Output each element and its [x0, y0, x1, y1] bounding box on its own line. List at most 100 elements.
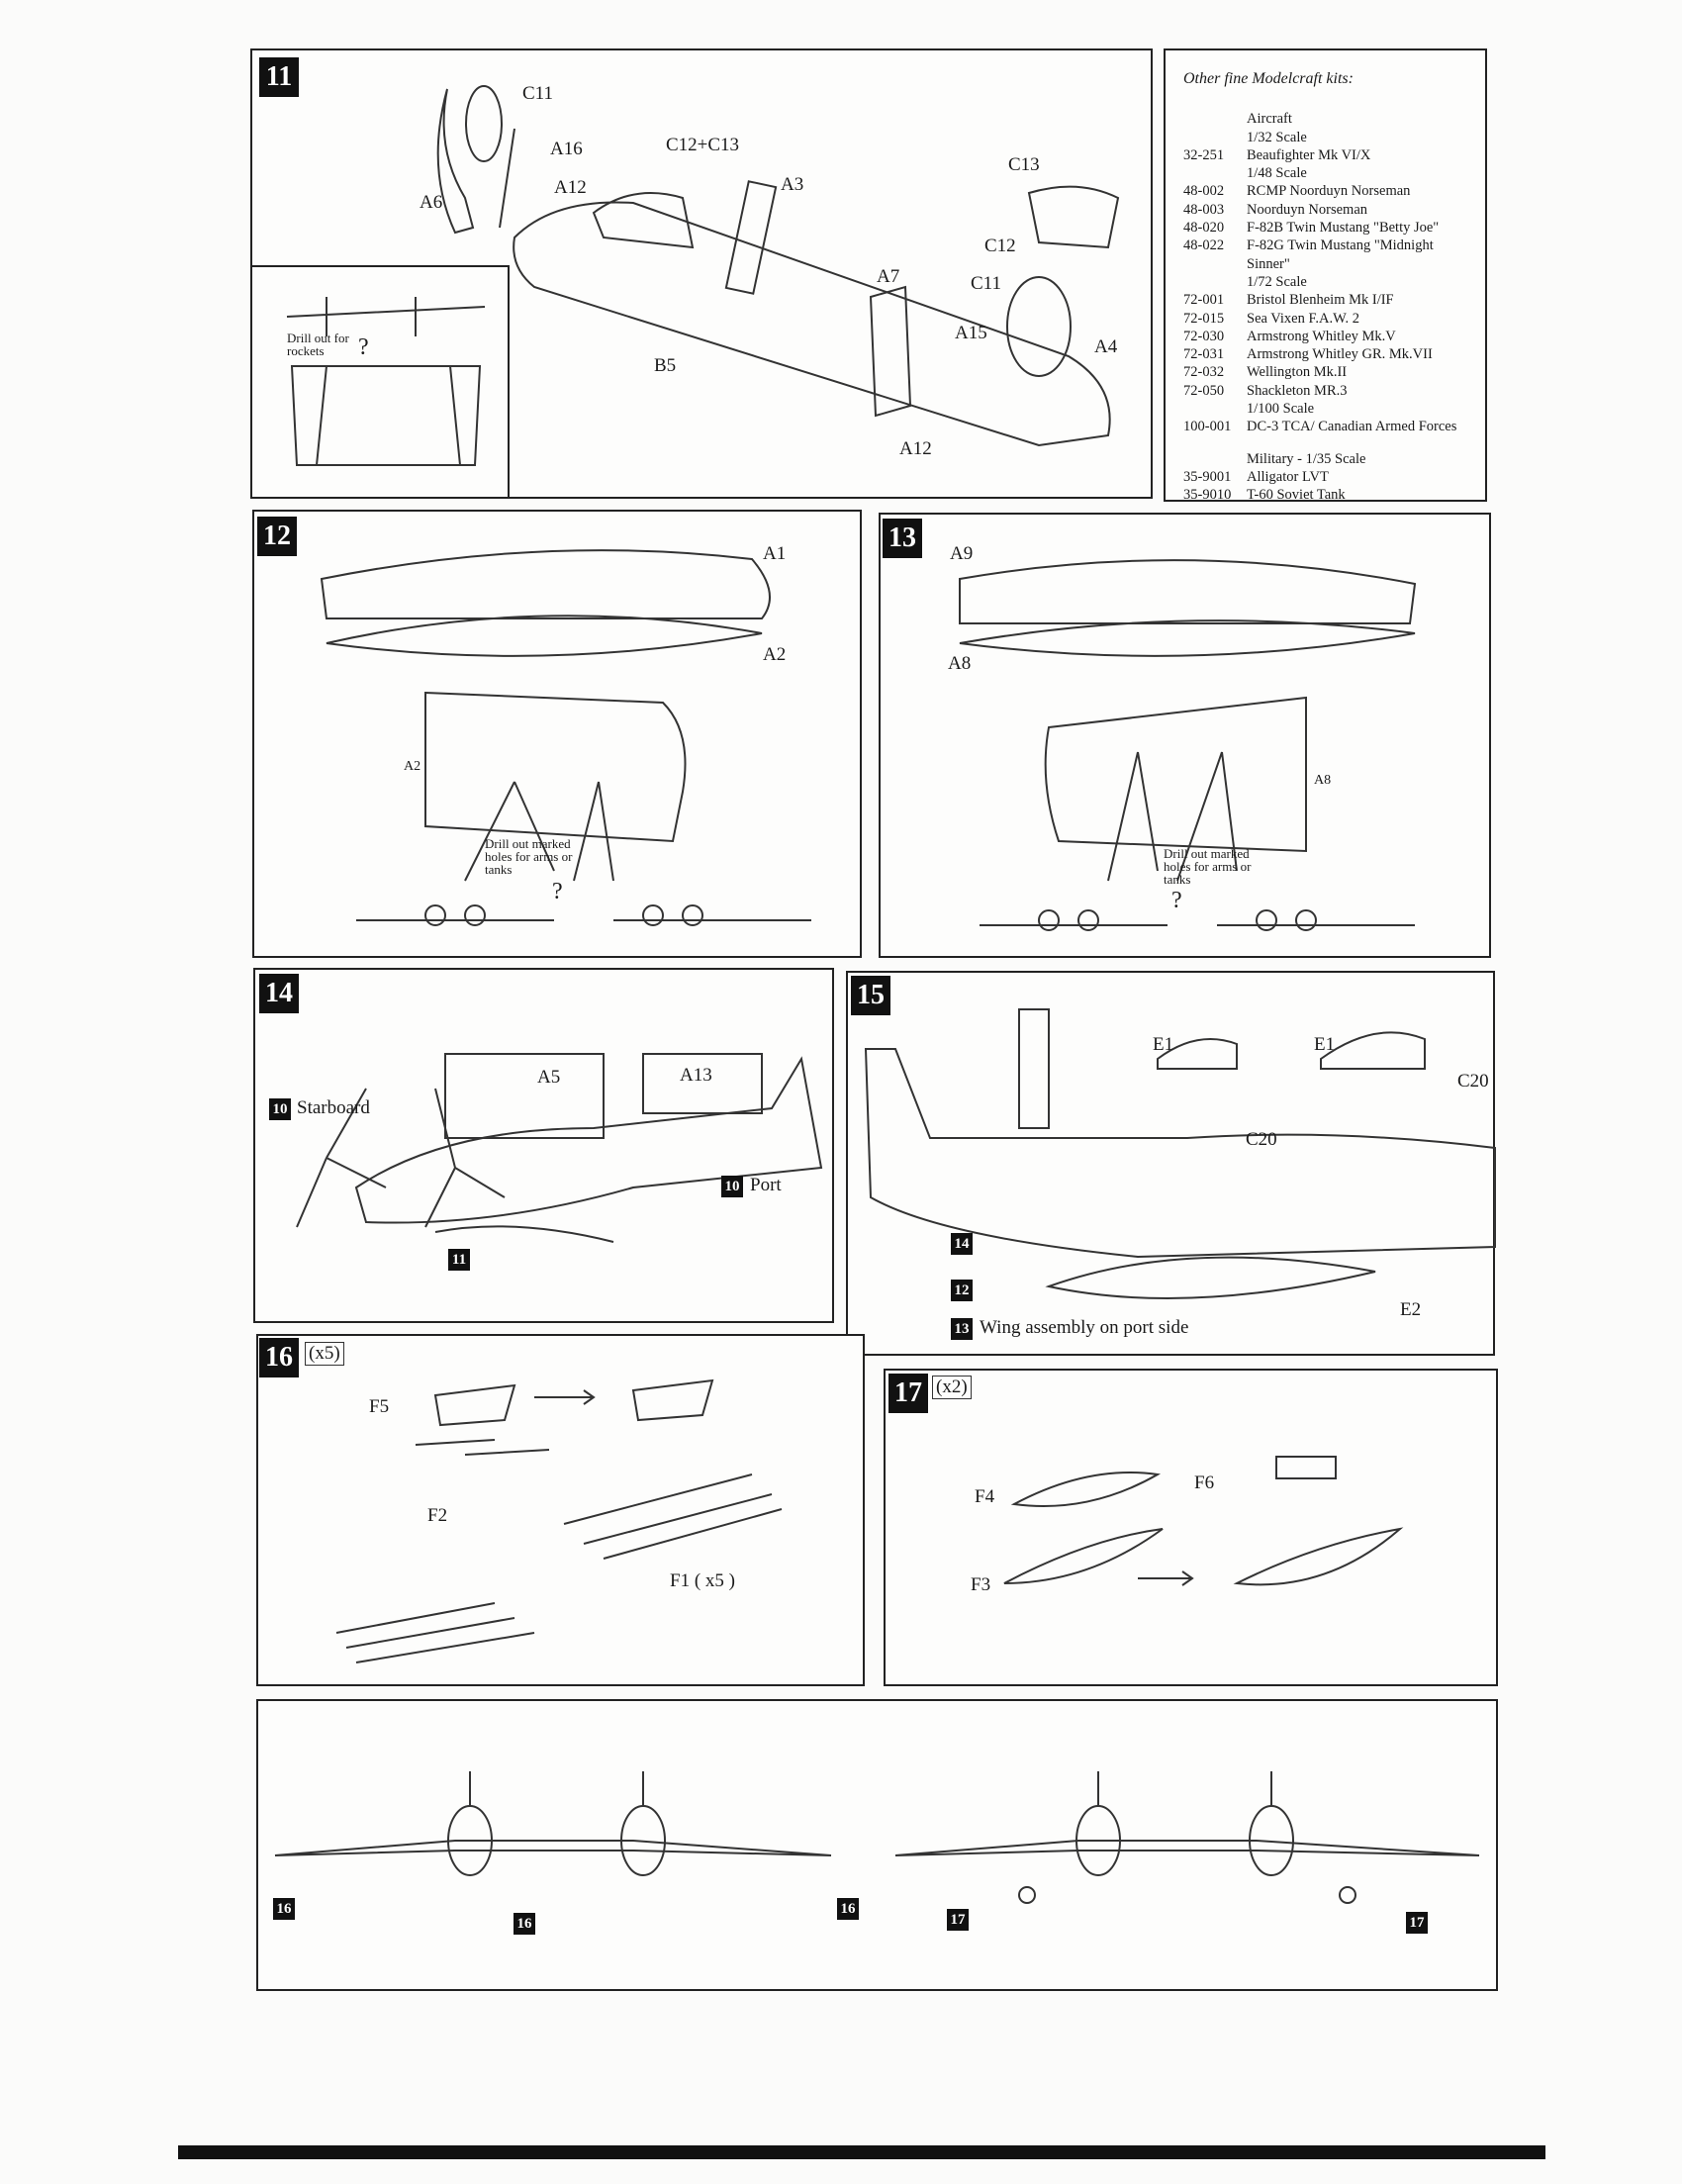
step-14-badge: 14: [259, 974, 299, 1013]
kit-code: 32-251: [1183, 146, 1225, 163]
step-16-panel: [256, 1334, 865, 1686]
part-label: E2: [1400, 1299, 1422, 1320]
kit-code: 48-003: [1183, 201, 1225, 218]
part-label: A12: [899, 438, 932, 459]
part-label: C12: [984, 236, 1016, 256]
part-label: A5: [537, 1067, 561, 1088]
part-label: A15: [955, 323, 987, 343]
kit-name: F-82B Twin Mustang "Betty Joe": [1247, 220, 1440, 237]
step-13-panel: [879, 513, 1491, 958]
kit-name: Sea Vixen F.A.W. 2: [1247, 310, 1359, 327]
part-label: E1: [1314, 1034, 1336, 1055]
part-label: C12+C13: [666, 135, 740, 155]
step-17-panel: [884, 1369, 1498, 1686]
kit-code: 35-9001: [1183, 468, 1232, 485]
drill-note: Drill out for rockets: [287, 331, 349, 358]
question-mark: ?: [552, 879, 563, 904]
drill-note: Drill out marked holes for arms or tanks: [485, 836, 573, 877]
ref-step-10-badge: 10: [721, 1176, 743, 1197]
kit-code: 72-015: [1183, 310, 1225, 327]
kit-item: 48-003 Noorduyn Norseman: [1183, 201, 1467, 219]
ref-step-12-badge: 12: [951, 1280, 973, 1301]
kit-item: 72-015 Sea Vixen F.A.W. 2: [1183, 310, 1467, 328]
kit-code: 48-002: [1183, 183, 1225, 200]
part-label: E1: [1153, 1034, 1174, 1055]
step-11-inset: [250, 265, 510, 499]
step-12-badge: 12: [257, 517, 297, 556]
kit-section-heading: Aircraft: [1247, 111, 1292, 128]
kit-name: Shackleton MR.3: [1247, 382, 1348, 399]
port-label: Port: [750, 1175, 782, 1195]
quantity-label: (x5): [305, 1342, 344, 1366]
part-label: F2: [427, 1505, 448, 1526]
kit-section-heading: 1/32 Scale: [1247, 129, 1307, 145]
ref-step-10-badge: 10: [269, 1098, 291, 1120]
part-label: A7: [877, 266, 900, 287]
part-label: A1: [763, 543, 787, 564]
kit-name: Beaufighter Mk VI/X: [1247, 146, 1371, 163]
part-label: A2: [404, 759, 421, 774]
part-label: F6: [1194, 1472, 1215, 1493]
ref-step-17-badge: 17: [1406, 1912, 1428, 1934]
part-label: F4: [975, 1486, 995, 1507]
kit-code: 48-020: [1183, 220, 1225, 237]
ref-step-16-badge: 16: [514, 1913, 535, 1935]
kit-item: 48-002 RCMP Noorduyn Norseman: [1183, 182, 1467, 200]
part-label: F1 ( x5 ): [670, 1570, 735, 1591]
step-17-badge: 17: [888, 1374, 928, 1413]
part-label: C11: [522, 83, 553, 104]
kit-name: RCMP Noorduyn Norseman: [1247, 183, 1411, 200]
scan-edge-bar: [178, 2145, 1545, 2159]
kit-name: Bristol Blenheim Mk I/IF: [1247, 292, 1394, 309]
kits-title: Other fine Modelcraft kits:: [1183, 70, 1354, 87]
part-label: A9: [950, 543, 974, 564]
question-mark: ?: [1171, 888, 1182, 913]
part-label: A13: [680, 1065, 712, 1086]
part-label: A12: [554, 177, 587, 198]
step-11-badge: 11: [259, 57, 299, 97]
ref-step-14-badge: 14: [951, 1233, 973, 1255]
part-label: F5: [369, 1396, 390, 1417]
part-label: A8: [948, 653, 972, 674]
part-label: A2: [763, 644, 787, 665]
kit-section-heading: 1/100 Scale: [1247, 401, 1315, 418]
kit-name: Armstrong Whitley GR. Mk.VII: [1247, 346, 1433, 363]
kit-section-heading: 1/48 Scale: [1247, 165, 1307, 182]
part-label: A3: [781, 174, 804, 195]
question-mark: ?: [358, 334, 369, 360]
kit-code: 100-001: [1183, 419, 1232, 435]
kit-code: 72-030: [1183, 328, 1225, 344]
kit-name: T-60 Soviet Tank: [1247, 487, 1346, 504]
part-label: C13: [1008, 154, 1040, 175]
part-label: A4: [1094, 336, 1118, 357]
step-13-badge: 13: [883, 519, 922, 558]
kit-code: 48-022: [1183, 237, 1225, 254]
kit-code: 72-032: [1183, 364, 1225, 381]
ref-step-13-badge: 13: [951, 1318, 973, 1340]
drill-note: Drill out marked holes for arms or tanks: [1164, 846, 1252, 887]
part-label: C20: [1457, 1071, 1489, 1092]
quantity-label: (x2): [932, 1376, 972, 1399]
ref-step-17-badge: 17: [947, 1909, 969, 1931]
kit-code: 35-9010: [1183, 487, 1232, 504]
part-label: A8: [1314, 773, 1332, 788]
kit-item: 32-251 Beaufighter Mk VI/X: [1183, 146, 1467, 164]
step-12-panel: [252, 510, 862, 958]
ref-step-16-badge: 16: [273, 1898, 295, 1920]
kit-name: Noorduyn Norseman: [1247, 201, 1368, 218]
